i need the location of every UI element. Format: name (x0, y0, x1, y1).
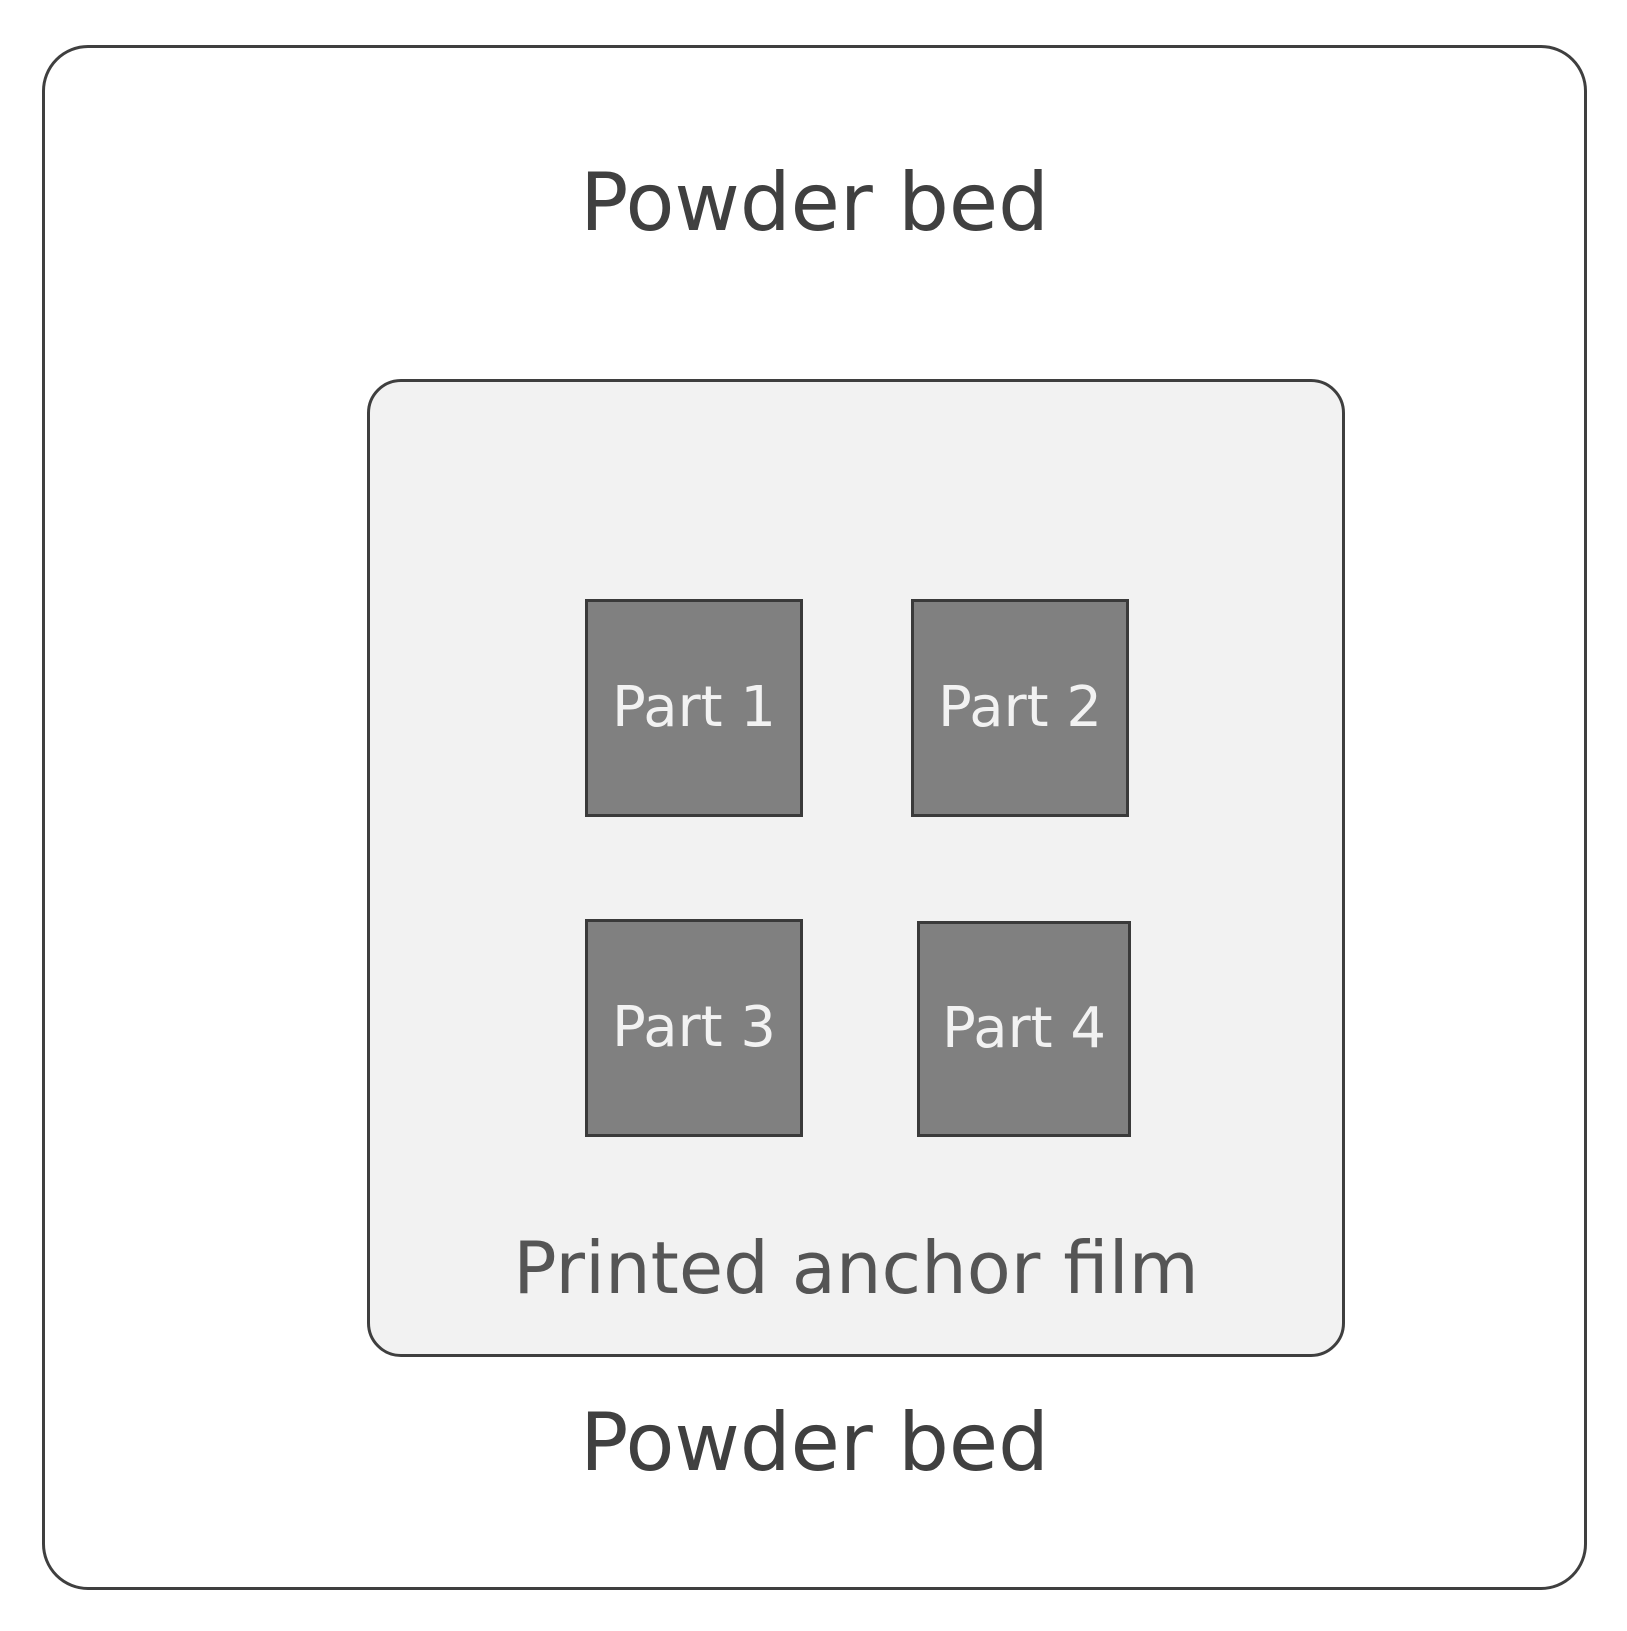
part-1-label: Part 1 (612, 675, 776, 740)
printed-anchor-film-region: Part 1 Part 2 Part 3 Part 4 Printed anch… (367, 379, 1345, 1357)
powder-bed-region: Powder bed Part 1 Part 2 Part 3 Part 4 P… (42, 45, 1587, 1590)
part-2-box: Part 2 (911, 599, 1129, 817)
powder-bed-label-top: Powder bed (580, 156, 1049, 249)
part-4-box: Part 4 (917, 921, 1131, 1137)
part-2-label: Part 2 (938, 675, 1102, 740)
printed-anchor-film-label: Printed anchor film (513, 1226, 1199, 1310)
powder-bed-label-bottom: Powder bed (580, 1396, 1049, 1489)
part-1-box: Part 1 (585, 599, 803, 817)
part-4-label: Part 4 (942, 996, 1106, 1061)
part-3-box: Part 3 (585, 919, 803, 1137)
part-3-label: Part 3 (612, 995, 776, 1060)
